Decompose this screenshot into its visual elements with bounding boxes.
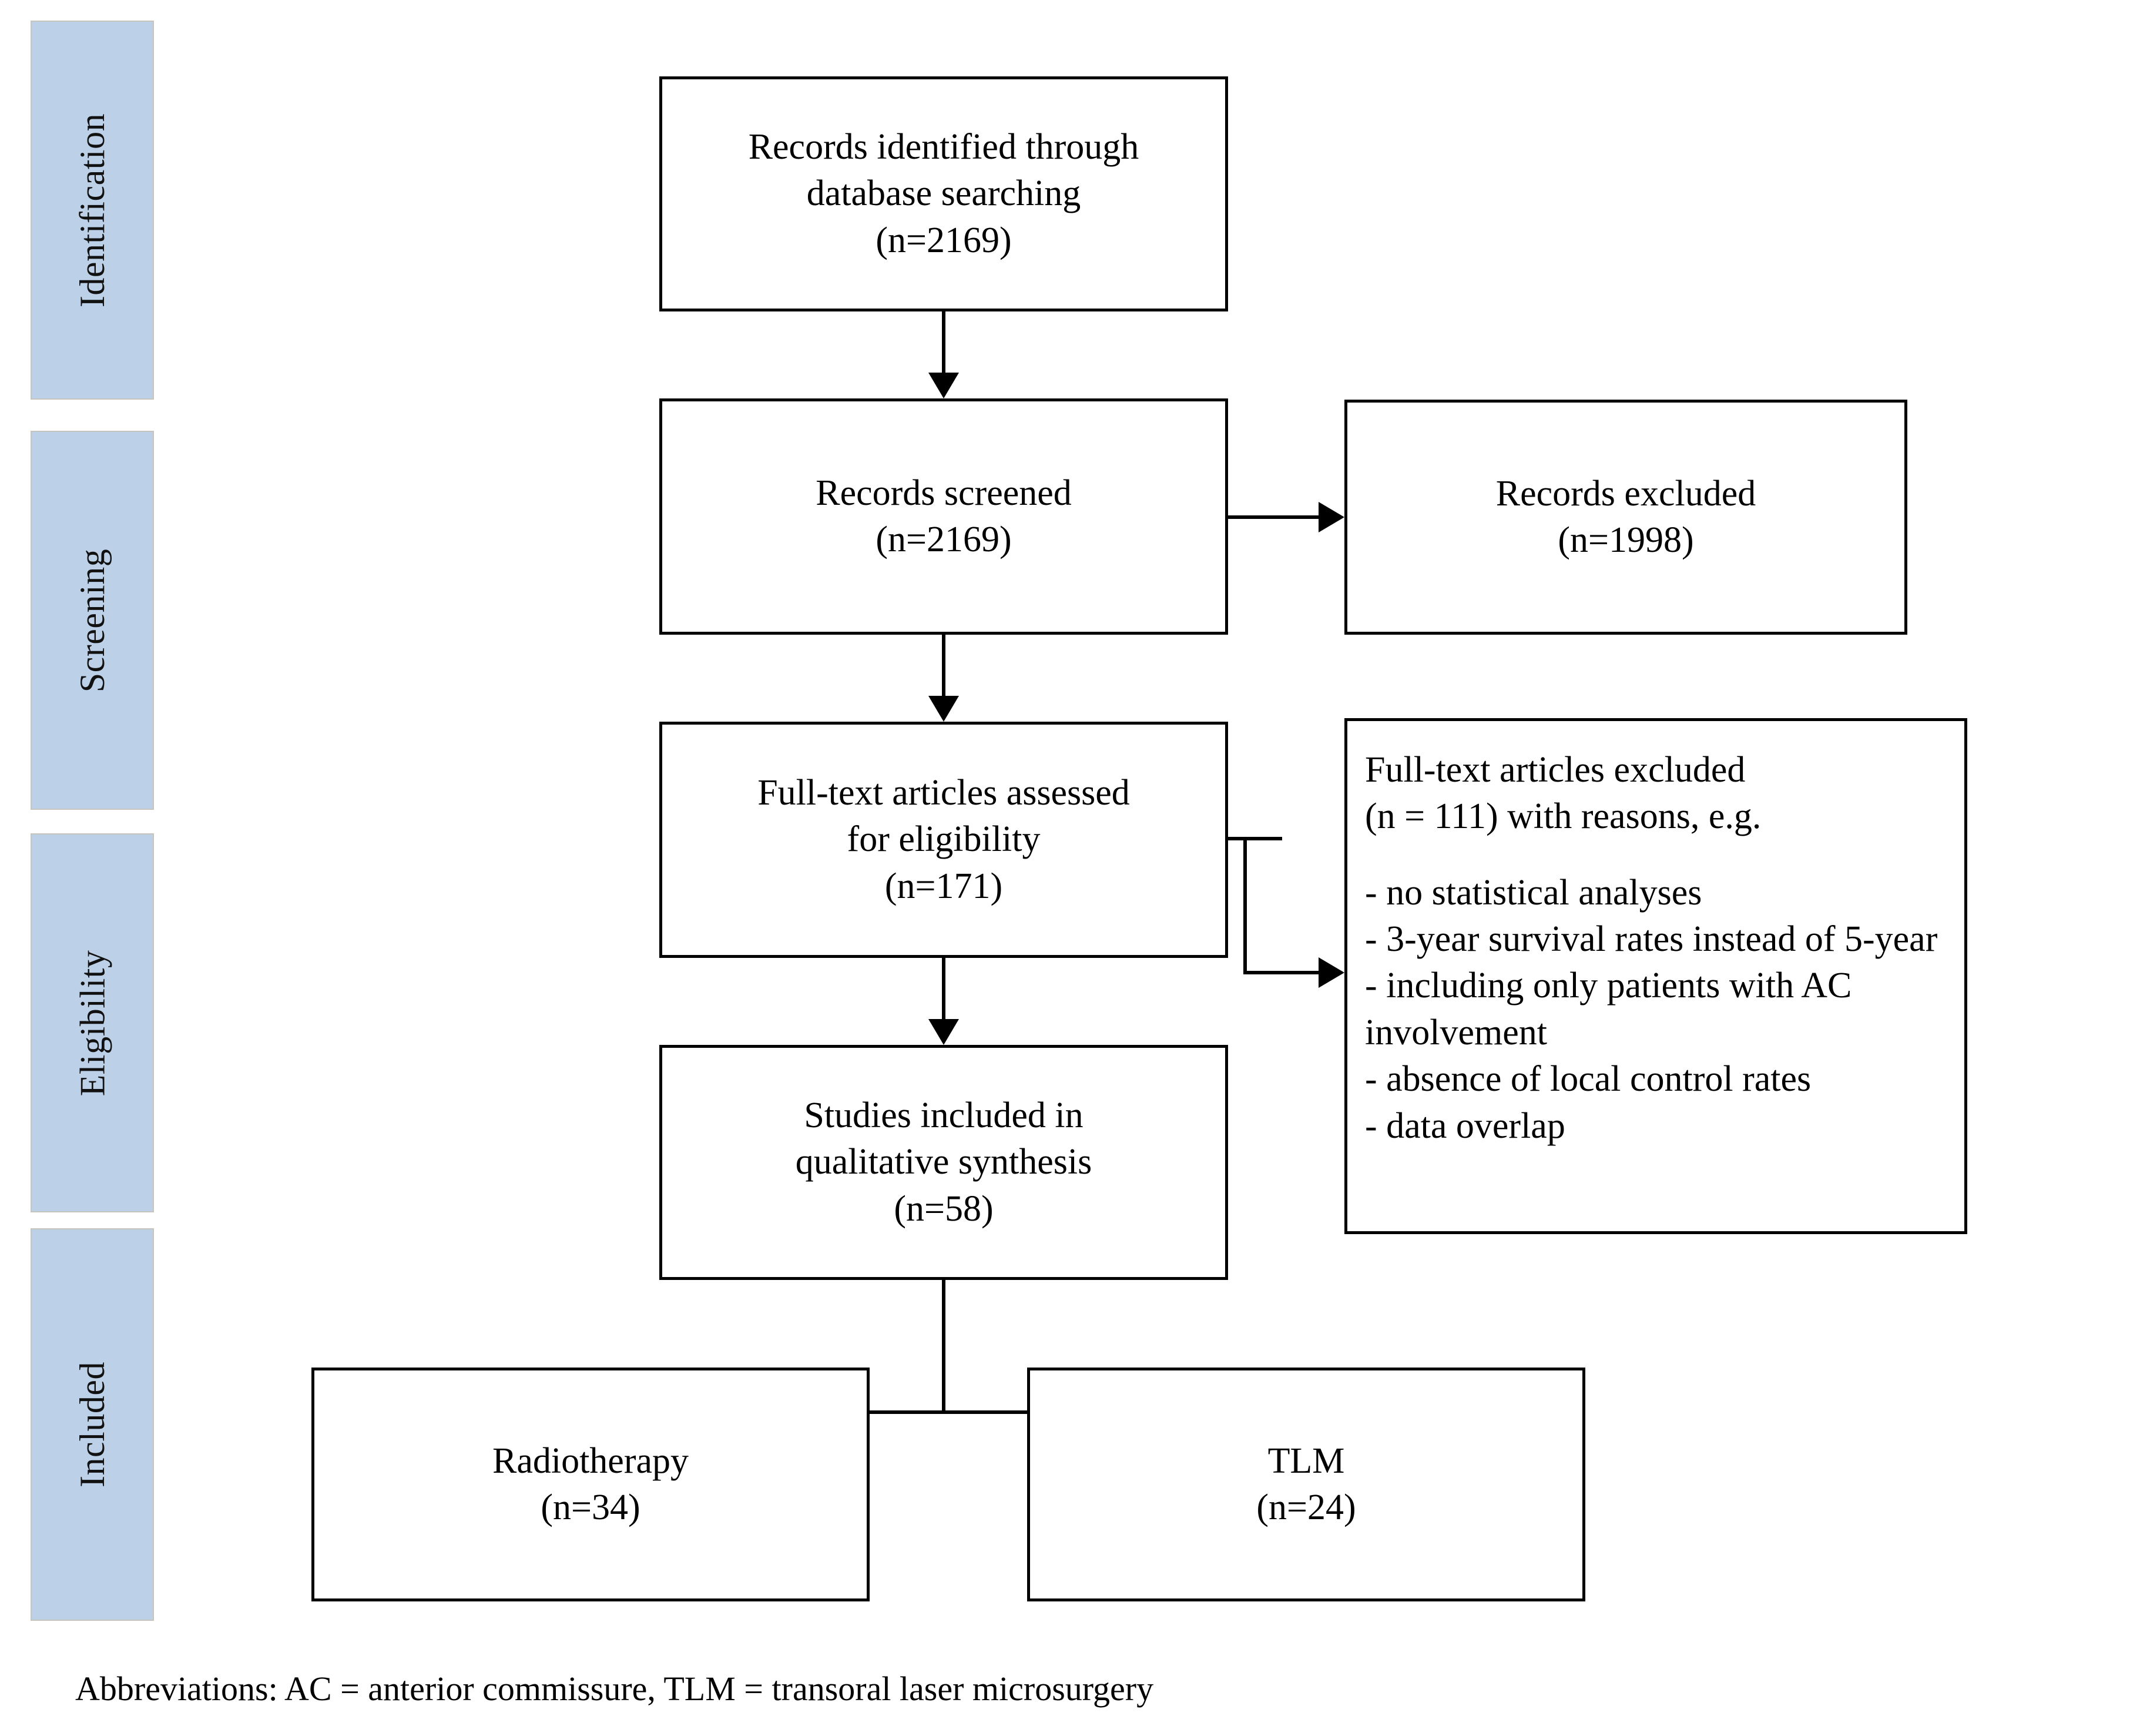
connector-studies-split-stem [942, 1280, 945, 1414]
box-fulltext-excluded-line-2: (n = 111) with reasons, e.g. [1365, 796, 1762, 837]
stage-label-screening: Screening [73, 548, 112, 692]
stage-bar-identification: Identification [31, 21, 154, 400]
connector-fulltext-elbow-vertical [1243, 837, 1247, 974]
arrowhead-right-to-records-excluded [1319, 502, 1344, 532]
box-fulltext-assessed-line-3: (n=171) [884, 866, 1003, 906]
stage-label-eligibility: Eligibility [73, 950, 112, 1096]
stage-bar-screening: Screening [31, 431, 154, 810]
arrowhead-down-to-screened [928, 373, 959, 398]
box-fulltext-excluded-reason-2: - 3-year survival rates instead of 5-yea… [1365, 919, 1938, 960]
box-records-excluded-line-1: Records excluded [1495, 473, 1756, 514]
arrowhead-right-to-fulltext-excluded [1319, 957, 1344, 988]
box-records-excluded: Records excluded (n=1998) [1344, 400, 1907, 635]
box-radiotherapy-line-2: (n=34) [541, 1487, 640, 1527]
stage-label-identification: Identification [73, 113, 112, 307]
connector-studies-split-bar [586, 1410, 1302, 1414]
connector-fulltext-to-studies [942, 958, 945, 1021]
box-fulltext-excluded-reason-1: - no statistical analyses [1365, 872, 1702, 913]
box-tlm-line-1: TLM [1267, 1440, 1345, 1481]
box-fulltext-excluded-reason-5: - data overlap [1365, 1105, 1565, 1146]
box-records-screened-line-1: Records screened [816, 472, 1072, 513]
box-fulltext-assessed-line-2: for eligibility [847, 819, 1041, 860]
box-fulltext-assessed-line-1: Full-text articles assessed [757, 772, 1130, 813]
box-records-identified-line-2: database searching [806, 173, 1081, 214]
box-records-excluded-line-2: (n=1998) [1558, 520, 1694, 560]
box-radiotherapy-line-1: Radiotherapy [492, 1440, 689, 1481]
box-studies-included-line-1: Studies included in [804, 1095, 1084, 1135]
box-studies-included-line-3: (n=58) [894, 1188, 994, 1229]
box-fulltext-excluded-line-1: Full-text articles excluded [1365, 750, 1746, 790]
box-fulltext-excluded-reason-3: - including only patients with AC involv… [1365, 966, 1852, 1053]
connector-identified-to-screened [942, 311, 945, 375]
stage-bar-eligibility: Eligibility [31, 833, 154, 1212]
box-fulltext-excluded-reason-4: - absence of local control rates [1365, 1059, 1812, 1100]
box-fulltext-excluded: Full-text articles excluded (n = 111) wi… [1344, 718, 1967, 1234]
box-records-identified: Records identified through database sear… [659, 76, 1228, 311]
box-radiotherapy: Radiotherapy (n=34) [311, 1368, 870, 1601]
box-records-screened: Records screened (n=2169) [659, 398, 1228, 635]
arrowhead-down-to-fulltext [928, 696, 959, 722]
box-studies-included-line-2: qualitative synthesis [795, 1142, 1092, 1182]
arrowhead-down-to-studies [928, 1019, 959, 1045]
connector-screened-to-excluded [1228, 515, 1321, 519]
stage-bar-included: Included [31, 1228, 154, 1621]
box-tlm-line-2: (n=24) [1256, 1487, 1356, 1527]
connector-fulltext-elbow-top [1228, 837, 1282, 840]
box-fulltext-assessed: Full-text articles assessed for eligibil… [659, 722, 1228, 958]
abbreviations-footnote: Abbreviations: AC = anterior commissure,… [75, 1670, 1154, 1708]
stage-label-included: Included [73, 1362, 112, 1487]
connector-fulltext-elbow-bottom [1243, 971, 1321, 974]
box-records-screened-line-2: (n=2169) [876, 520, 1012, 559]
box-studies-included: Studies included in qualitative synthesi… [659, 1045, 1228, 1280]
box-records-identified-line-1: Records identified through [748, 126, 1139, 167]
connector-screened-to-fulltext [942, 635, 945, 698]
box-records-identified-line-3: (n=2169) [876, 220, 1012, 260]
box-tlm: TLM (n=24) [1027, 1368, 1585, 1601]
